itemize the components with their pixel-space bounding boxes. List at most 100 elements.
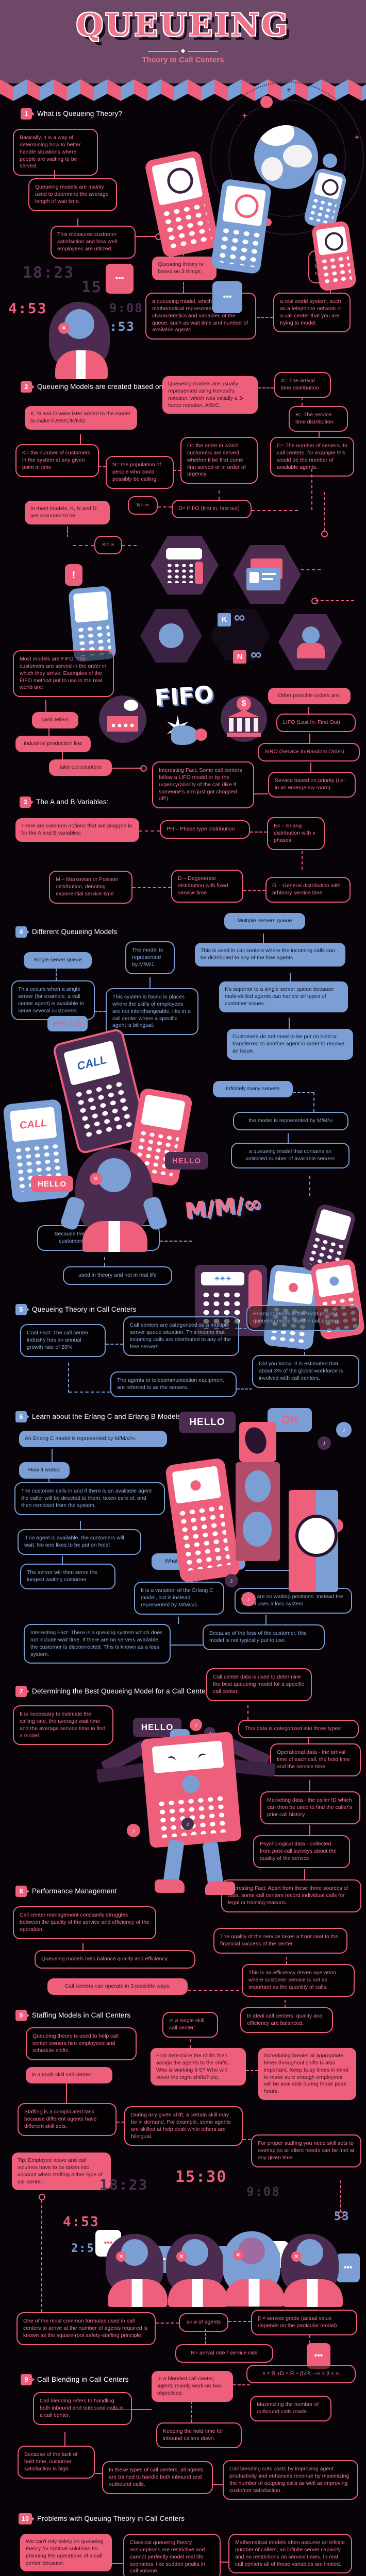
connector: [136, 236, 156, 237]
section-4-title: Different Queueing Models: [32, 928, 118, 936]
connector: [290, 569, 321, 570]
s2-box-knd: K, N and D were later added to the model…: [25, 406, 137, 430]
gramophone-horn: [241, 1425, 270, 1456]
connector: [69, 1392, 110, 1393]
globe-icon: [254, 125, 318, 189]
connector: [258, 387, 274, 388]
s9b-box-holdtime: Keeping the hold time for inbound caller…: [156, 2422, 242, 2448]
phone-screen: [222, 185, 267, 227]
connector: [246, 2070, 258, 2071]
alert-bubble: !: [65, 564, 82, 586]
s8-box-struggle: Call center management constantly strugg…: [13, 1906, 156, 1939]
s10-box-restrictive: Classical queueing theory assumptions ar…: [123, 2534, 221, 2576]
robot-speaker: [181, 1774, 201, 1794]
s7-box-data-used: Call center data is used to determine th…: [206, 1668, 312, 1701]
s7-box-three-types: This data is categorized into three type…: [238, 1720, 359, 1738]
agent-body: [55, 350, 108, 379]
digital-clock: 9:08: [109, 301, 143, 315]
s2-box-siro: SIRO (Service In Random Order): [258, 743, 360, 761]
hexagon-globe: [140, 609, 202, 663]
phone-keypad: [320, 255, 353, 285]
music-note-icon: ♪: [241, 1592, 256, 1606]
section-2-title: Queueing Models are created based on:: [37, 383, 165, 391]
section-9-title: Staffing Models in Call Centers: [32, 2011, 131, 2019]
phone-screen: [313, 172, 343, 200]
connector: [309, 1176, 310, 1196]
sparkle-icon: +: [355, 133, 359, 142]
s4-box-mminf: the model is represented by M/M/∞: [233, 1112, 348, 1130]
globe-land: [283, 145, 312, 167]
s2-box-takeout: take out counters: [49, 759, 112, 776]
agent-face: [181, 2239, 208, 2266]
orbit-dot-icon: [323, 154, 337, 168]
connector: [252, 510, 298, 511]
phone-icon: [144, 149, 220, 259]
connector: [228, 2321, 251, 2322]
s5-box-didyouknow: Did you know: It is estimated that about…: [252, 1355, 359, 1388]
hello-bubble: HELLO: [165, 1152, 208, 1170]
phone-screen-call: CALL: [9, 1107, 57, 1142]
connector: [257, 317, 273, 318]
robot-phone-body: [141, 1731, 242, 1849]
s6-box-nottypical: Because of the loss of the customer, thi…: [203, 1624, 325, 1650]
connector: [112, 768, 142, 769]
s9-box-single-skill: In a single skill call center:: [162, 2012, 218, 2038]
s2-box-fifo-examples: Most models are FIFO. The customers are …: [13, 650, 114, 698]
agent-face: [64, 309, 94, 339]
speech-bubble: •••: [212, 281, 242, 313]
connector: [308, 707, 309, 714]
connector: [245, 1570, 292, 1571]
digital-clock: 15:30: [175, 2168, 227, 2186]
speaker-cone: [245, 1470, 271, 1502]
section-8-badge: 8: [15, 1886, 29, 1897]
s8-box-efficiency: This is an efficiency driven operation w…: [242, 1964, 355, 1997]
section-10-title: Problems with Queuing Theory in Call Cen…: [37, 2515, 185, 2522]
connector: [160, 1241, 192, 1242]
connector: [82, 1943, 84, 1950]
n-tag-icon: N: [233, 650, 246, 664]
factory-icon: [99, 696, 146, 743]
phone-keypad: [73, 1079, 134, 1140]
s4-box-single-header: Single server queue: [24, 952, 92, 969]
s8-box-balance: Queueing models help balance quality and…: [35, 1950, 195, 1969]
section-5-badge: 5: [15, 1304, 29, 1315]
s1-box1: Basically, it is a way of determining ho…: [13, 129, 98, 176]
phone-screen: [140, 1094, 186, 1131]
id-line: [262, 578, 273, 580]
hexagon-deskphone: [151, 536, 219, 595]
phone-screen: [73, 591, 109, 623]
s4-box-skills: This system is found in places where the…: [106, 988, 198, 1036]
s2-box-a: A= The arrival time distribution: [274, 372, 331, 398]
phone-keypad: [177, 1503, 231, 1571]
s8-box-balanced: In ideal call centers, quality and effic…: [240, 2007, 333, 2033]
phone-keypad: [160, 201, 213, 251]
connector: [95, 2473, 102, 2474]
s5-box-servers: The agents or telecommunication equipmen…: [110, 1371, 237, 1397]
s9-box-overlap: For proper staffing you need skill sets …: [251, 2134, 361, 2167]
s9-box-shifts: First determine the shifts then assign t…: [151, 2048, 246, 2086]
s4-box-multi-desc: This is used in call centers where the i…: [195, 943, 345, 967]
s1-box2: Queueing models are mainly used to deter…: [28, 178, 117, 211]
s6-box-lossfact: Interesting Fact: There is a queuing sys…: [24, 1624, 171, 1664]
s9-box-tip: Tip: Employee leave and call volumes hav…: [12, 2153, 111, 2191]
globe-small-icon: [159, 623, 184, 648]
section-4-badge: 4: [15, 926, 29, 938]
s2-box-d: D= the order in which customers are serv…: [180, 437, 258, 484]
s9-box-multi-skill: In a multi-skill call center:: [26, 2067, 112, 2083]
music-note-icon: ♪: [336, 1422, 352, 1437]
robot-leg: [202, 1841, 224, 1887]
s3-box-g: G – General distribution with arbitrary …: [265, 877, 351, 903]
connector: [324, 492, 325, 531]
s10-box-cantrely: We can't rely solely on queueing theory …: [20, 2534, 112, 2572]
orbit-ring-icon: [210, 81, 364, 235]
speech-bubble: •••: [106, 264, 134, 294]
orbit-ring-icon: [228, 99, 346, 217]
s3-box-d: D – Degenerate distribution with fixed s…: [171, 870, 243, 903]
factory-windows: [110, 722, 135, 728]
section-10-badge: 10: [19, 2513, 35, 2524]
s9-box-formula: s = R +D = R + β√R, −∞ < β < ∞: [246, 2365, 356, 2383]
headset-icon: ✕: [176, 2251, 187, 2262]
connector: [247, 1705, 248, 1720]
agent-face: [302, 626, 320, 644]
